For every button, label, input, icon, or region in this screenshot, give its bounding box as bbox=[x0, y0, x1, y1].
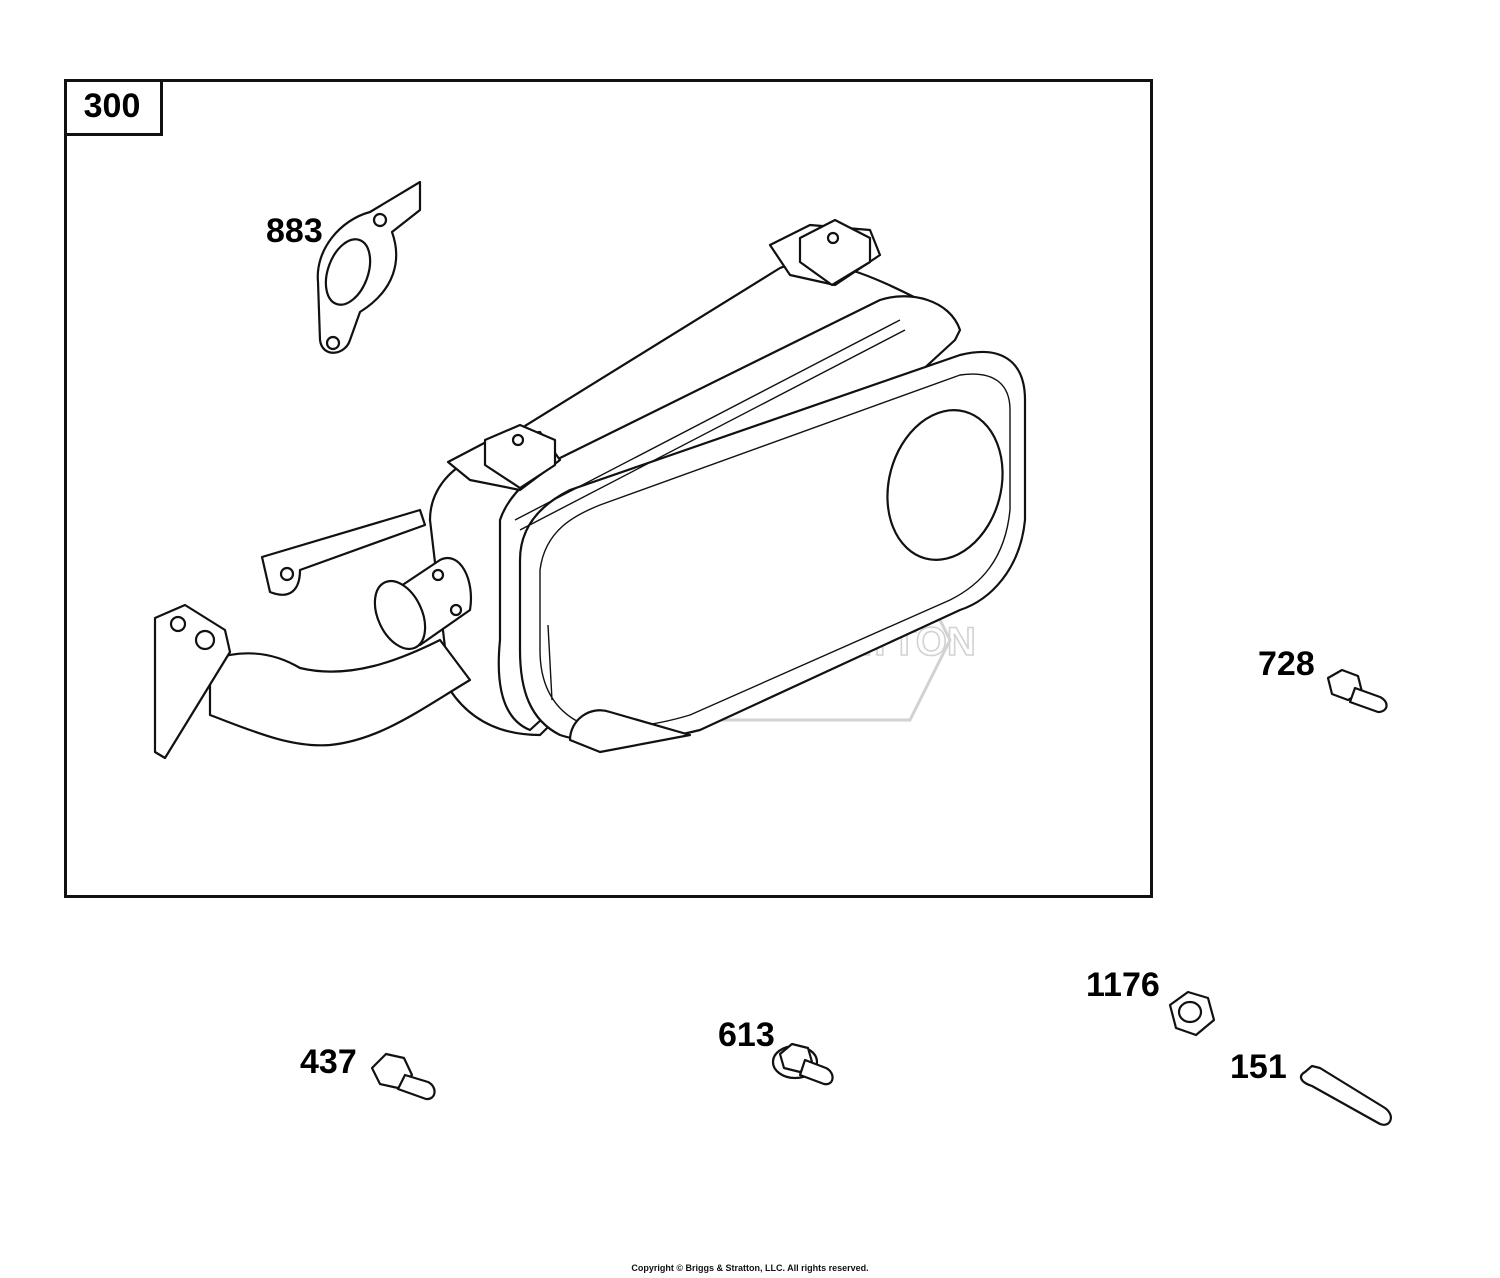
callout-screw-728: 728 bbox=[1258, 645, 1315, 683]
muffler-icon bbox=[153, 218, 1027, 760]
callout-screw-613: 613 bbox=[718, 1016, 775, 1054]
assembly-number-tag: 300 bbox=[64, 79, 163, 136]
stud-icon bbox=[1299, 1064, 1392, 1126]
hex-screw-icon bbox=[370, 1052, 436, 1101]
hex-screw-icon bbox=[1326, 668, 1388, 714]
hex-flange-screw-icon bbox=[771, 1042, 834, 1086]
copyright-notice: Copyright © Briggs & Stratton, LLC. All … bbox=[631, 1263, 869, 1273]
callout-gasket: 883 bbox=[266, 212, 323, 250]
callout-screw-437: 437 bbox=[300, 1043, 357, 1081]
hex-nut-icon bbox=[1168, 990, 1216, 1037]
gasket-icon bbox=[316, 180, 422, 354]
callout-stud: 151 bbox=[1230, 1048, 1287, 1086]
assembly-frame bbox=[64, 79, 1153, 898]
callout-nut: 1176 bbox=[1086, 966, 1160, 1004]
